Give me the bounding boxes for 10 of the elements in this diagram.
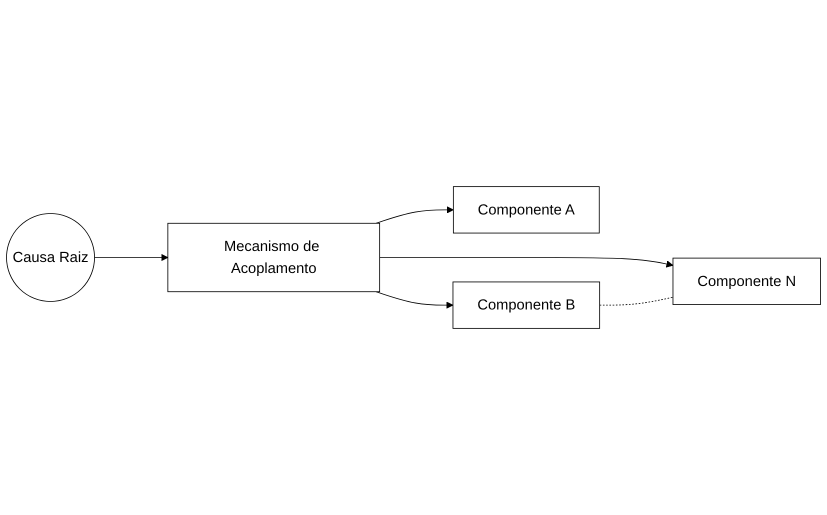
arrow: [376, 206, 454, 224]
arrow: [379, 257, 674, 268]
connector: [599, 296, 674, 306]
node-box: Mecanismo de Acoplamento: [167, 222, 380, 292]
arrow: [376, 291, 454, 309]
node-circle: Causa Raiz: [6, 213, 95, 302]
arrow: [94, 254, 168, 262]
node-box: Componente N: [672, 258, 821, 305]
node-box: Componente B: [452, 282, 600, 329]
node-box: Componente A: [452, 186, 600, 234]
